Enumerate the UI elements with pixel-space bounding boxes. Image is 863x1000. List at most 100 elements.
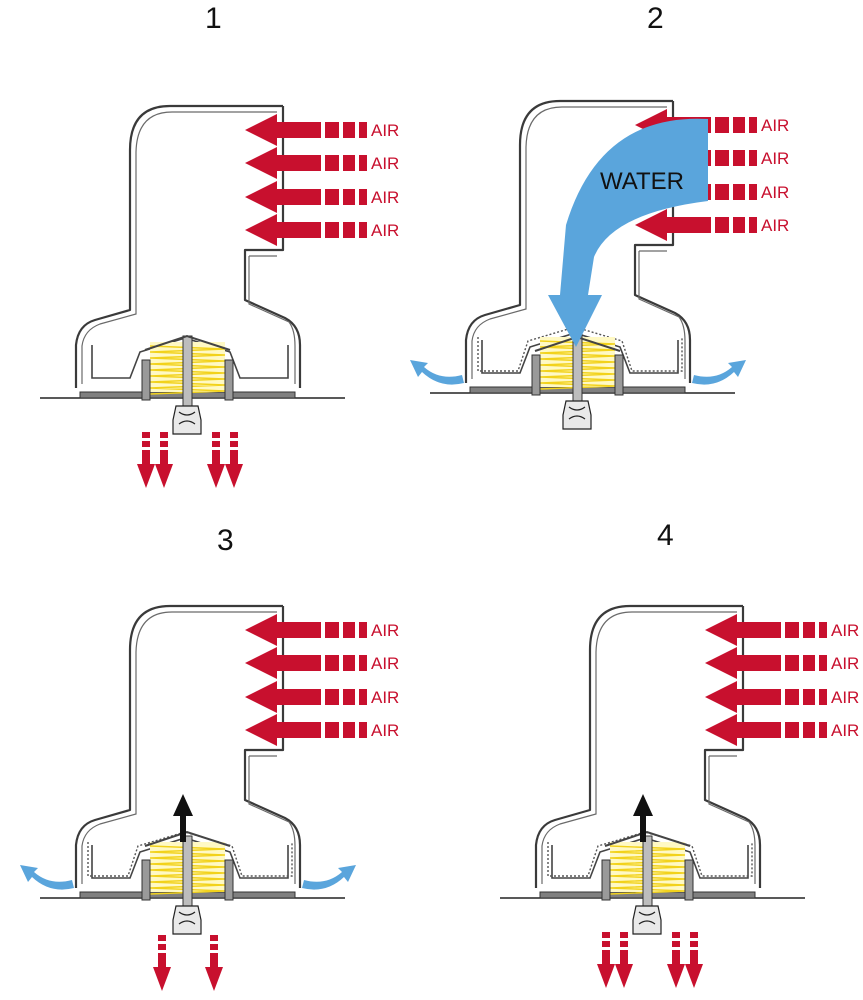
air-dash — [803, 689, 815, 705]
air-label: AIR — [371, 688, 399, 707]
air-down-arrow-head — [207, 464, 225, 488]
air-down-dash — [602, 932, 610, 938]
air-dash — [733, 217, 745, 233]
guide-left — [141, 859, 151, 901]
guide-right — [224, 359, 234, 401]
air-label: AIR — [831, 654, 859, 673]
air-dash — [749, 117, 757, 133]
air-down-arrow-head — [155, 464, 173, 488]
air-arrow-head — [245, 147, 321, 179]
air-dash — [715, 150, 729, 166]
housing-inner-wall — [541, 611, 756, 884]
air-down-arrow-head — [137, 464, 155, 488]
housing-outline — [534, 604, 762, 888]
diaphragm-cap — [144, 334, 231, 351]
guide-right — [684, 859, 694, 901]
panel-number: 4 — [657, 519, 674, 552]
air-dash — [325, 722, 339, 738]
air-dash — [359, 222, 367, 238]
air-down-dash — [672, 941, 680, 947]
air-down-dash — [142, 441, 150, 447]
air-down-dash — [142, 450, 150, 464]
air-dash — [785, 722, 799, 738]
air-down-dash — [160, 432, 168, 438]
air-arrow-head — [245, 181, 321, 213]
air-dash — [803, 655, 815, 671]
air-dash — [325, 655, 339, 671]
air-down-arrow-head — [685, 964, 703, 988]
air-dash — [343, 622, 355, 638]
air-dash — [343, 122, 355, 138]
lift-arrow — [633, 794, 653, 842]
air-down-dash — [672, 950, 680, 964]
air-down-dash — [690, 950, 698, 964]
air-label: AIR — [371, 188, 399, 207]
air-dash — [715, 117, 729, 133]
check-valve — [172, 905, 202, 935]
air-arrow-head — [705, 647, 781, 679]
air-label: AIR — [371, 654, 399, 673]
air-down-dash — [158, 944, 166, 950]
valve-stem — [182, 335, 193, 407]
air-dash — [733, 184, 745, 200]
air-dash — [325, 189, 339, 205]
check-valve — [632, 905, 662, 935]
air-down-arrow-head — [205, 967, 223, 991]
air-dash — [343, 722, 355, 738]
check-valve — [562, 400, 592, 430]
air-dash — [325, 222, 339, 238]
valve-stem — [182, 835, 193, 907]
air-dash — [359, 622, 367, 638]
air-label: AIR — [371, 621, 399, 640]
air-label: AIR — [831, 721, 859, 740]
air-dash — [819, 622, 827, 638]
air-down-dash — [230, 441, 238, 447]
air-dash — [359, 155, 367, 171]
air-dash — [325, 689, 339, 705]
air-down-dash — [158, 935, 166, 941]
check-valve-detail — [178, 911, 196, 925]
air-arrow-head — [245, 114, 321, 146]
air-label: AIR — [371, 221, 399, 240]
air-down-dash — [690, 932, 698, 938]
air-label: AIR — [371, 721, 399, 740]
float-bowl-dotted — [477, 326, 683, 372]
air-dash — [343, 655, 355, 671]
air-dash — [785, 622, 799, 638]
check-valve-detail — [638, 911, 656, 925]
diaphragm-cap — [144, 830, 231, 847]
air-label: AIR — [371, 154, 399, 173]
air-arrow-head — [705, 614, 781, 646]
air-label: AIR — [761, 216, 789, 235]
air-dash — [343, 222, 355, 238]
air-down-dash — [212, 450, 220, 464]
air-arrow-head — [705, 681, 781, 713]
air-dash — [325, 122, 339, 138]
air-arrow-head — [245, 681, 321, 713]
air-arrow-head — [245, 214, 321, 246]
check-valve — [172, 405, 202, 435]
air-dash — [359, 689, 367, 705]
air-dash — [359, 722, 367, 738]
air-arrow-head — [705, 714, 781, 746]
panel-number: 2 — [647, 2, 664, 35]
air-down-dash — [210, 944, 218, 950]
air-down-dash — [230, 450, 238, 464]
air-label: AIR — [831, 621, 859, 640]
air-down-dash — [212, 432, 220, 438]
air-down-arrow-head — [153, 967, 171, 991]
air-down-dash — [210, 953, 218, 967]
air-label: AIR — [831, 688, 859, 707]
air-down-dash — [602, 950, 610, 964]
air-dash — [819, 722, 827, 738]
air-arrow-head — [245, 714, 321, 746]
air-dash — [733, 117, 745, 133]
air-dash — [325, 622, 339, 638]
air-dash — [715, 184, 729, 200]
guide-right — [224, 859, 234, 901]
air-dash — [359, 655, 367, 671]
air-down-dash — [672, 932, 680, 938]
guide-left — [531, 354, 541, 396]
